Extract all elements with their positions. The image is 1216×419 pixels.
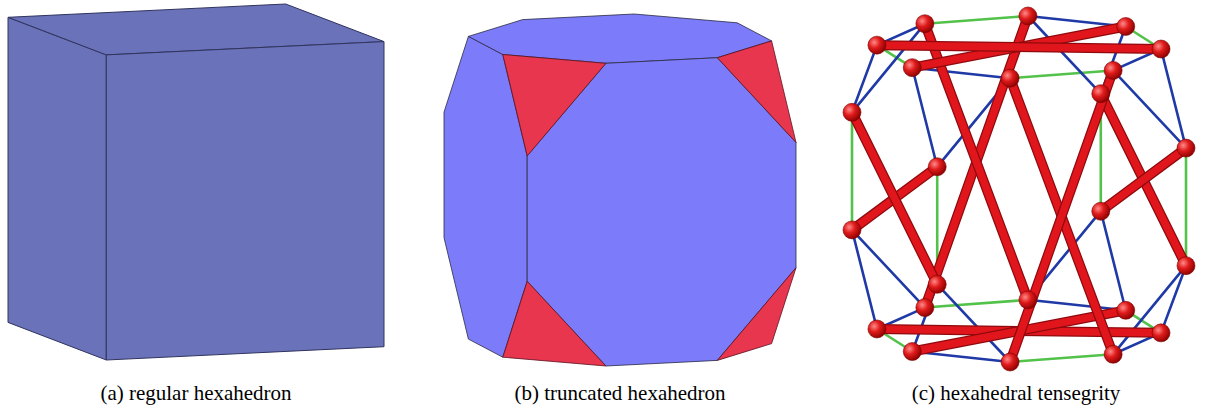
cube-face <box>106 42 384 360</box>
strut-shadow <box>1101 148 1186 211</box>
green-cable <box>851 112 854 230</box>
node-sphere <box>1152 40 1170 58</box>
node-sphere <box>1092 202 1110 220</box>
strut <box>1101 94 1186 266</box>
node-sphere <box>928 158 946 176</box>
blue-cable <box>1113 266 1186 355</box>
node-sphere <box>1019 291 1037 309</box>
green-cable <box>1185 148 1188 266</box>
strut <box>1010 70 1113 362</box>
strut <box>877 45 1161 49</box>
node-sphere <box>1001 353 1019 371</box>
node-sphere <box>1117 17 1135 35</box>
strut-shadow <box>1010 70 1113 362</box>
node-sphere <box>1177 257 1195 275</box>
figure-caption: (a) regular hexahedron <box>100 381 291 406</box>
node-sphere <box>1152 324 1170 342</box>
node-sphere <box>868 36 886 54</box>
figure-caption: (b) truncated hexahedron <box>514 381 725 406</box>
triangle-face <box>503 281 606 366</box>
triangle-face <box>717 41 796 142</box>
green-cable <box>925 300 1028 308</box>
node-sphere <box>843 221 861 239</box>
node-sphere <box>928 275 946 293</box>
truncated-hexahedron-figure <box>444 14 796 366</box>
cube-face <box>8 17 106 360</box>
green-cable <box>925 16 1028 24</box>
node-sphere <box>1117 301 1135 319</box>
node-sphere <box>868 320 886 338</box>
strut-shadow <box>852 112 937 284</box>
strut-shadow <box>877 45 1161 49</box>
strut-shadow <box>1101 94 1186 266</box>
node-sphere <box>1092 85 1110 103</box>
node-sphere <box>1177 139 1195 157</box>
node-sphere <box>843 103 861 121</box>
node-sphere <box>1001 69 1019 87</box>
strut <box>852 112 937 284</box>
triangle-face <box>717 268 796 361</box>
node-sphere <box>1104 61 1122 79</box>
node-sphere <box>1104 345 1122 363</box>
node-sphere <box>916 15 934 33</box>
node-sphere <box>916 299 934 317</box>
green-cable <box>1010 70 1113 78</box>
triangle-face <box>503 55 606 156</box>
strut <box>1101 148 1186 211</box>
regular-hexahedron-figure <box>8 4 384 360</box>
green-cable <box>1010 354 1113 362</box>
figure-caption: (c) hexahedral tensegrity <box>912 381 1121 406</box>
node-sphere <box>903 59 921 77</box>
node-sphere <box>1019 7 1037 25</box>
hexahedral-tensegrity-figure <box>843 7 1195 371</box>
node-sphere <box>903 343 921 361</box>
blue-cable <box>852 24 925 113</box>
